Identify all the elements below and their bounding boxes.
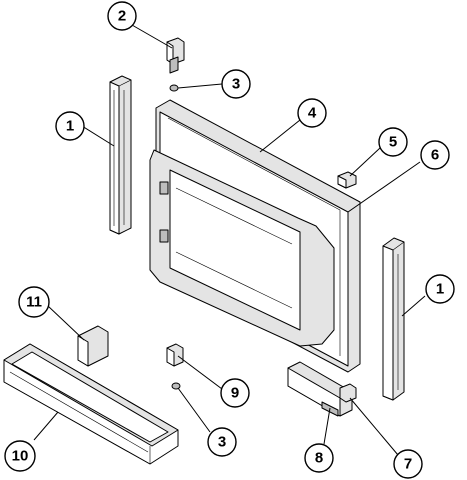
small-clip <box>337 171 357 189</box>
gasket-strip-right <box>382 237 405 401</box>
callout-1-left-label: 1 <box>66 118 74 135</box>
leader-2 <box>131 24 173 49</box>
door-shelf-bin <box>3 343 179 465</box>
hinge-cover <box>287 361 357 417</box>
callout-1-right: 1 <box>425 274 455 304</box>
leader-11 <box>47 305 85 341</box>
callout-2-label: 2 <box>118 8 126 25</box>
callout-2: 2 <box>107 1 137 31</box>
callout-3-bottom-label: 3 <box>218 434 226 451</box>
bracket-small <box>166 343 184 367</box>
leader-1-left <box>81 125 115 147</box>
callout-7-label: 7 <box>404 456 412 473</box>
callout-9-label: 9 <box>231 385 239 402</box>
callout-6-label: 6 <box>431 147 439 164</box>
shelf-divider <box>77 325 109 367</box>
callout-10: 10 <box>4 440 36 472</box>
leader-5 <box>349 147 381 177</box>
callout-5: 5 <box>378 127 408 157</box>
callout-4-label: 4 <box>308 105 317 122</box>
callout-3-top-label: 3 <box>232 76 240 93</box>
screw-bottom <box>171 382 181 390</box>
callout-3-bottom: 3 <box>207 427 237 457</box>
leader-8 <box>323 407 331 445</box>
screw-top <box>169 84 179 92</box>
leader-3-top <box>177 83 223 89</box>
hinge-bracket <box>166 37 185 74</box>
leader-6 <box>347 161 421 213</box>
leader-3-bottom <box>177 387 211 433</box>
leader-7 <box>349 397 399 456</box>
callout-10-label: 10 <box>12 448 29 465</box>
callout-6: 6 <box>420 140 450 170</box>
callout-11-label: 11 <box>26 294 42 311</box>
callout-8: 8 <box>304 443 334 473</box>
callout-8-label: 8 <box>315 450 323 467</box>
door-panel <box>149 99 361 373</box>
gasket-strip-left <box>109 75 132 235</box>
callout-4: 4 <box>297 98 327 128</box>
leader-lines <box>33 24 426 456</box>
callout-11: 11 <box>18 286 50 318</box>
callout-1-left: 1 <box>55 111 85 141</box>
callout-3-top: 3 <box>221 69 251 99</box>
leader-10 <box>33 411 59 441</box>
callout-7: 7 <box>393 449 423 479</box>
leader-9 <box>177 355 223 390</box>
callout-1-right-label: 1 <box>436 281 444 298</box>
callout-9: 9 <box>220 378 250 408</box>
leader-1-right <box>401 295 426 317</box>
callout-5-label: 5 <box>389 134 397 151</box>
leader-4 <box>259 119 301 153</box>
